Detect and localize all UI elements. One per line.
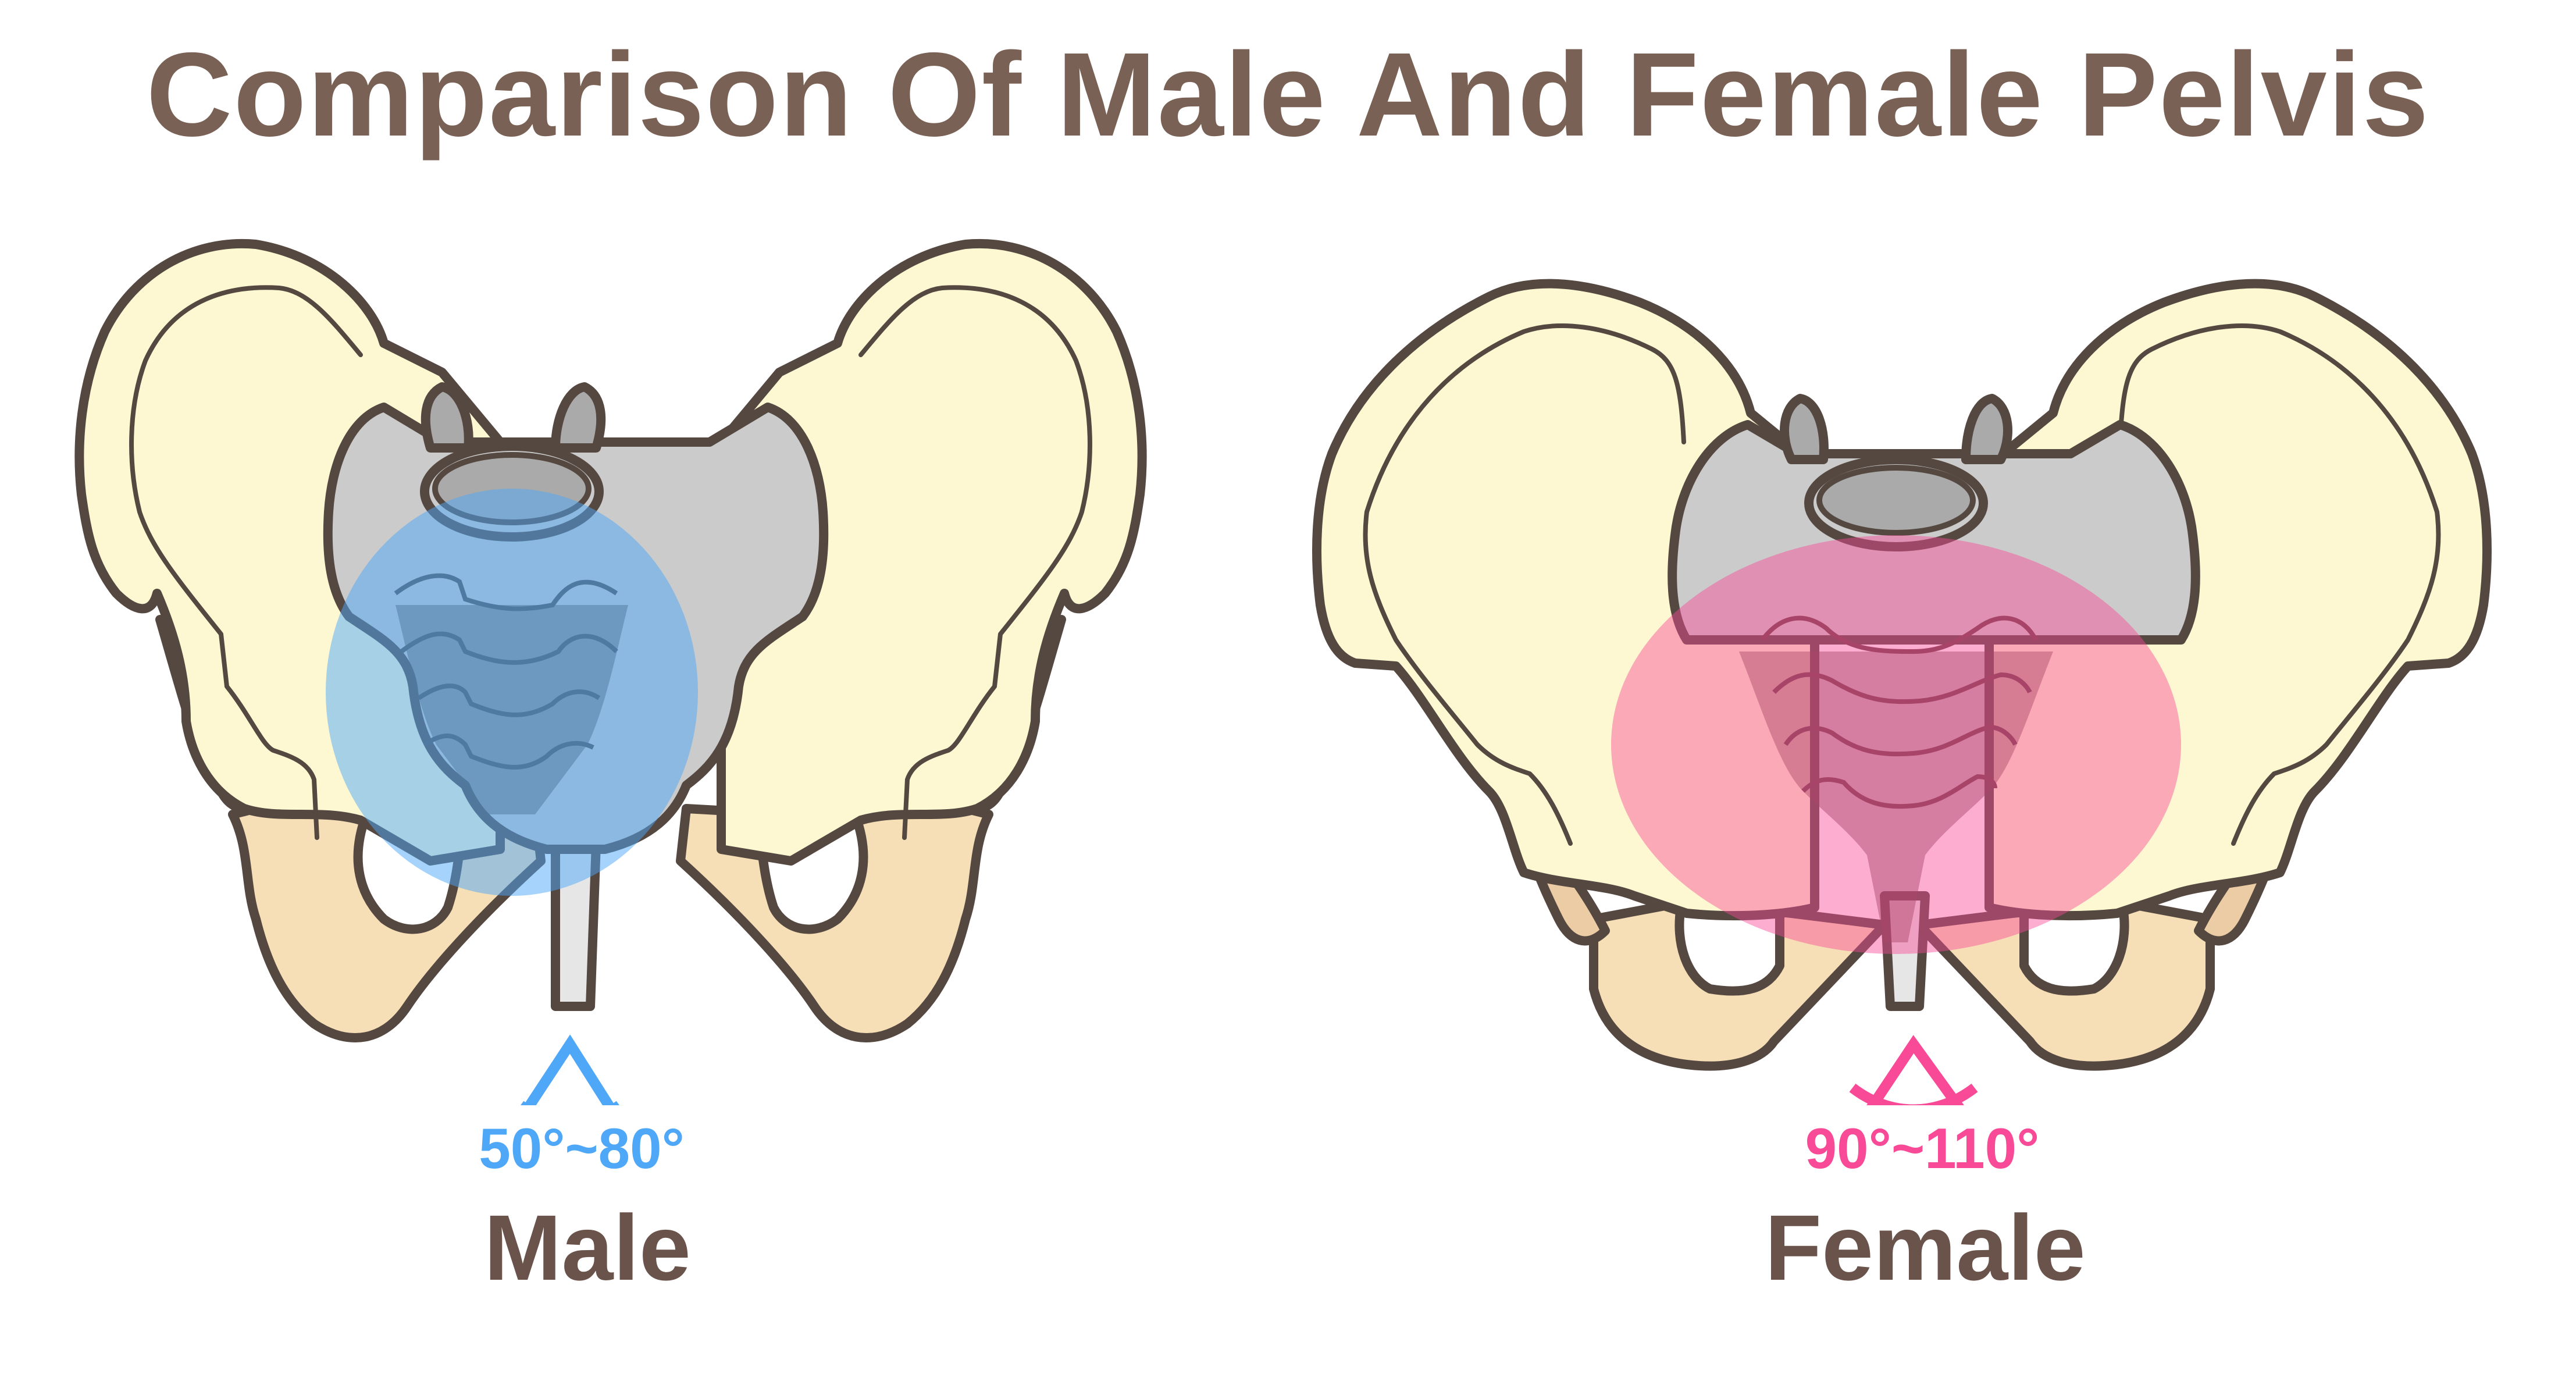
male-left-articular-process [421, 382, 473, 453]
male-label: Male [484, 1195, 691, 1300]
female-right-obturator-foramen [2019, 903, 2129, 996]
female-pelvis-svg [1312, 279, 2492, 1105]
female-left-articular-process [1780, 394, 1829, 464]
female-pelvis-illustration [1280, 233, 2559, 1105]
female-subpubic-angle-label: 90°~110° [1805, 1116, 2040, 1180]
female-label: Female [1765, 1195, 2086, 1300]
female-left-ilium [1312, 279, 1819, 921]
male-pelvic-inlet-overlay [326, 489, 698, 896]
female-right-articular-process [1961, 394, 2012, 464]
male-pelvis-svg [74, 239, 1147, 1105]
female-pubic-symphysis [1880, 891, 1930, 1011]
male-right-articular-process [551, 382, 606, 453]
female-left-obturator-foramen [1674, 903, 1784, 996]
male-subpubic-angle-marker [521, 1034, 619, 1105]
female-subpubic-angle-marker [1849, 1035, 1978, 1105]
male-right-ilium [717, 239, 1147, 866]
female-pelvic-inlet-overlay [1611, 535, 2181, 954]
male-subpubic-angle-label: 50°~80° [479, 1116, 685, 1180]
male-pelvis-illustration [58, 233, 1163, 1105]
page-title: Comparison Of Male And Female Pelvis [146, 28, 2430, 161]
